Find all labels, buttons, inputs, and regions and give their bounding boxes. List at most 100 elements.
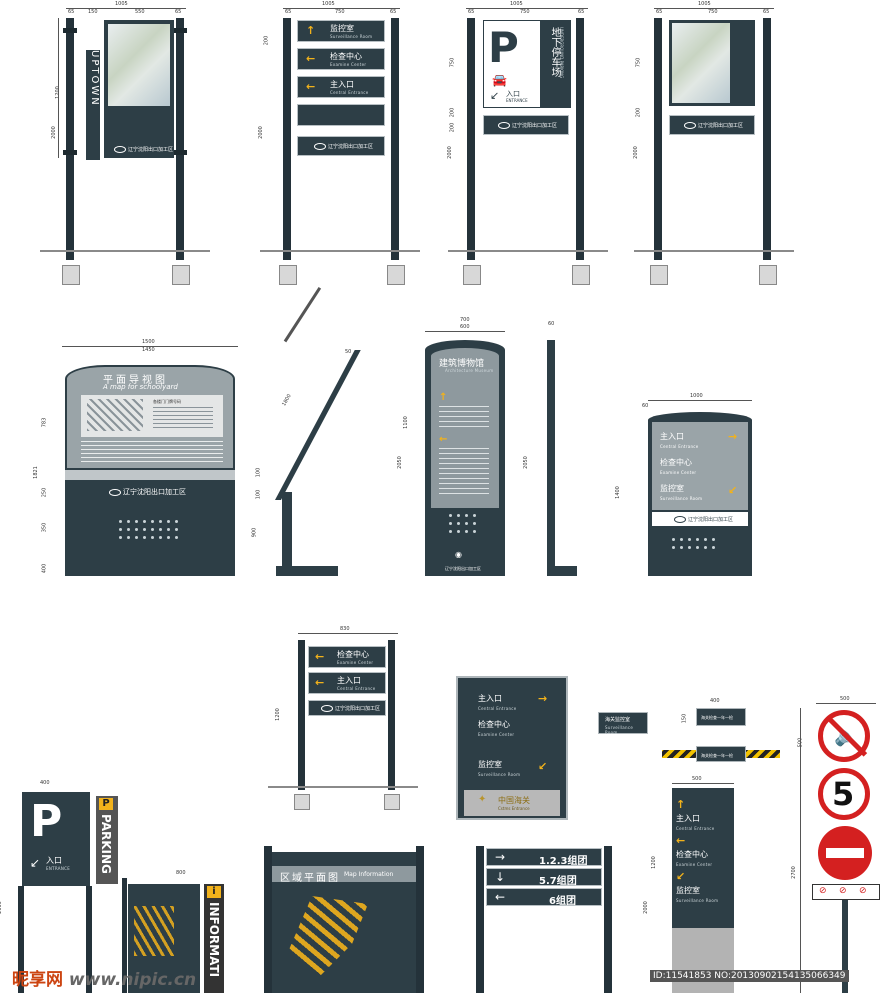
parking-p-letter: P	[30, 796, 63, 847]
board-band	[65, 470, 235, 480]
door-plate-label: 海关监控室	[605, 717, 631, 723]
slat-row-2: ← 主入口 Central Entrance	[308, 672, 386, 694]
slat-label-en: Central Entrance	[330, 90, 369, 95]
footer-text: 辽宁沈阳出口加工区	[498, 122, 557, 131]
slat-label: 监控室	[330, 24, 354, 33]
dim-h3: 900	[251, 527, 258, 538]
side-profile	[547, 340, 555, 576]
group-label: 5.7组团	[539, 876, 577, 887]
site-map-image	[672, 23, 730, 103]
parking-p-badge: P	[99, 798, 113, 810]
dim-width: 1000	[690, 393, 703, 399]
arrow-up-icon: ↑	[676, 798, 686, 811]
map-board-top: 平面导视图 A map for schoolyard 各楼门门牌号码	[65, 365, 235, 470]
dim-a: 65	[68, 9, 75, 15]
dim-thickness: 50	[345, 349, 352, 355]
dim-line	[66, 8, 186, 9]
slat-footer: 辽宁沈阳出口加工区	[669, 115, 755, 135]
dim-line	[648, 400, 752, 401]
sub-sign-plate: ⊘ ⊘ ⊘	[812, 884, 880, 900]
arrow-downleft-icon: ↙	[490, 89, 500, 102]
footer-text: 辽宁沈阳出口加工区	[314, 143, 373, 152]
foundation	[572, 265, 590, 285]
arrow-left-icon: ←	[315, 650, 325, 663]
vertical-label-en: Surveillance Room	[676, 898, 719, 903]
dim-c: 65	[763, 9, 770, 15]
dim-width: 830	[340, 626, 350, 632]
dim-h3: 250	[41, 487, 48, 498]
arrow-downleft-icon: ↙	[676, 870, 686, 883]
foundation	[279, 265, 297, 285]
clamp	[173, 28, 187, 33]
legend-lines	[153, 407, 213, 431]
post-left	[66, 18, 74, 260]
post-left	[298, 640, 305, 790]
arrow-downleft-icon: ↙	[30, 856, 41, 870]
traffic-pole	[842, 895, 848, 993]
dim-h4: 350	[41, 522, 48, 533]
foundation	[650, 265, 668, 285]
legend-title: 各楼门门牌号码	[153, 399, 181, 404]
dim-h2: 2000	[50, 126, 57, 139]
post-left	[476, 846, 484, 993]
footer-text: 辽宁沈阳出口加工区	[114, 146, 173, 155]
post-right	[391, 18, 399, 260]
museum-title: 建筑博物馆	[439, 359, 485, 369]
map-grid-image	[87, 399, 143, 431]
no-entry-sign	[818, 826, 872, 880]
dim-h1: 150	[681, 713, 688, 724]
vent-holes	[119, 520, 178, 539]
foundation	[384, 794, 400, 810]
dim-h2: 2700	[790, 866, 797, 879]
dim-h1: 1200	[274, 708, 281, 721]
parking-cn-label: 地下停车场	[549, 27, 560, 77]
footer-text: 辽宁沈阳出口加工区	[109, 488, 186, 497]
parking-side-band: 地下停车场 UNDERGROUND PARKING	[540, 21, 570, 107]
dim-line	[654, 8, 774, 9]
arrow-left-icon: ←	[439, 434, 448, 445]
wall-label-en: Examine Center	[660, 470, 697, 475]
customs-label: 检查中心	[478, 720, 510, 729]
info-i-icon: i	[207, 886, 221, 898]
dim-b: 750	[708, 9, 718, 15]
plate-label: 海关检查一年一检	[701, 715, 733, 720]
dim-h2: 200	[449, 107, 456, 118]
vertical-label-en: Examine Center	[676, 862, 713, 867]
side-foot	[547, 566, 577, 576]
dim-line-v	[58, 18, 59, 158]
arrow-right-icon: →	[495, 850, 506, 864]
wall-footer: 辽宁沈阳出口加工区	[652, 512, 748, 526]
customs-footer: ✦ 中国海关 Cstms Entrance	[464, 790, 560, 816]
site-map-image	[108, 24, 170, 106]
dim-d: 65	[175, 9, 182, 15]
dim-b: 150	[88, 9, 98, 15]
foundation	[62, 265, 80, 285]
dim-a: 65	[285, 9, 292, 15]
info-map-panel	[128, 884, 200, 993]
customs-name: 中国海关	[498, 796, 530, 805]
slat-footer: 辽宁沈阳出口加工区	[297, 136, 385, 156]
dim-h2: 100	[255, 489, 262, 500]
info-vertical-text: INFORMATI	[207, 902, 221, 978]
customs-panel: 主入口 Central Entrance → 检查中心 Examine Cent…	[464, 686, 560, 786]
area-map-image	[288, 896, 368, 976]
legend-list	[81, 441, 223, 463]
dim-thickness: 60	[548, 321, 555, 327]
dim-h1: 2000	[0, 901, 3, 914]
dim-h1: 750	[449, 57, 456, 68]
group-row-3: ← 6组团	[486, 888, 602, 907]
dim-line-v	[800, 708, 801, 993]
ground-line	[448, 250, 608, 252]
wall-label-en: Central Entrance	[660, 444, 699, 449]
post-left	[283, 18, 291, 260]
slat-label-en: Examine Center	[337, 660, 374, 665]
slat-row-1: ← 检查中心 Examine Center	[308, 646, 386, 668]
dim-line	[672, 783, 734, 784]
foundation	[759, 265, 777, 285]
post-right	[388, 640, 395, 790]
map-area: 各楼门门牌号码	[81, 395, 223, 437]
vertical-label: 主入口	[676, 814, 700, 823]
dim-c: 65	[578, 9, 585, 15]
dim-a: 65	[468, 9, 475, 15]
vertical-base	[672, 928, 734, 993]
